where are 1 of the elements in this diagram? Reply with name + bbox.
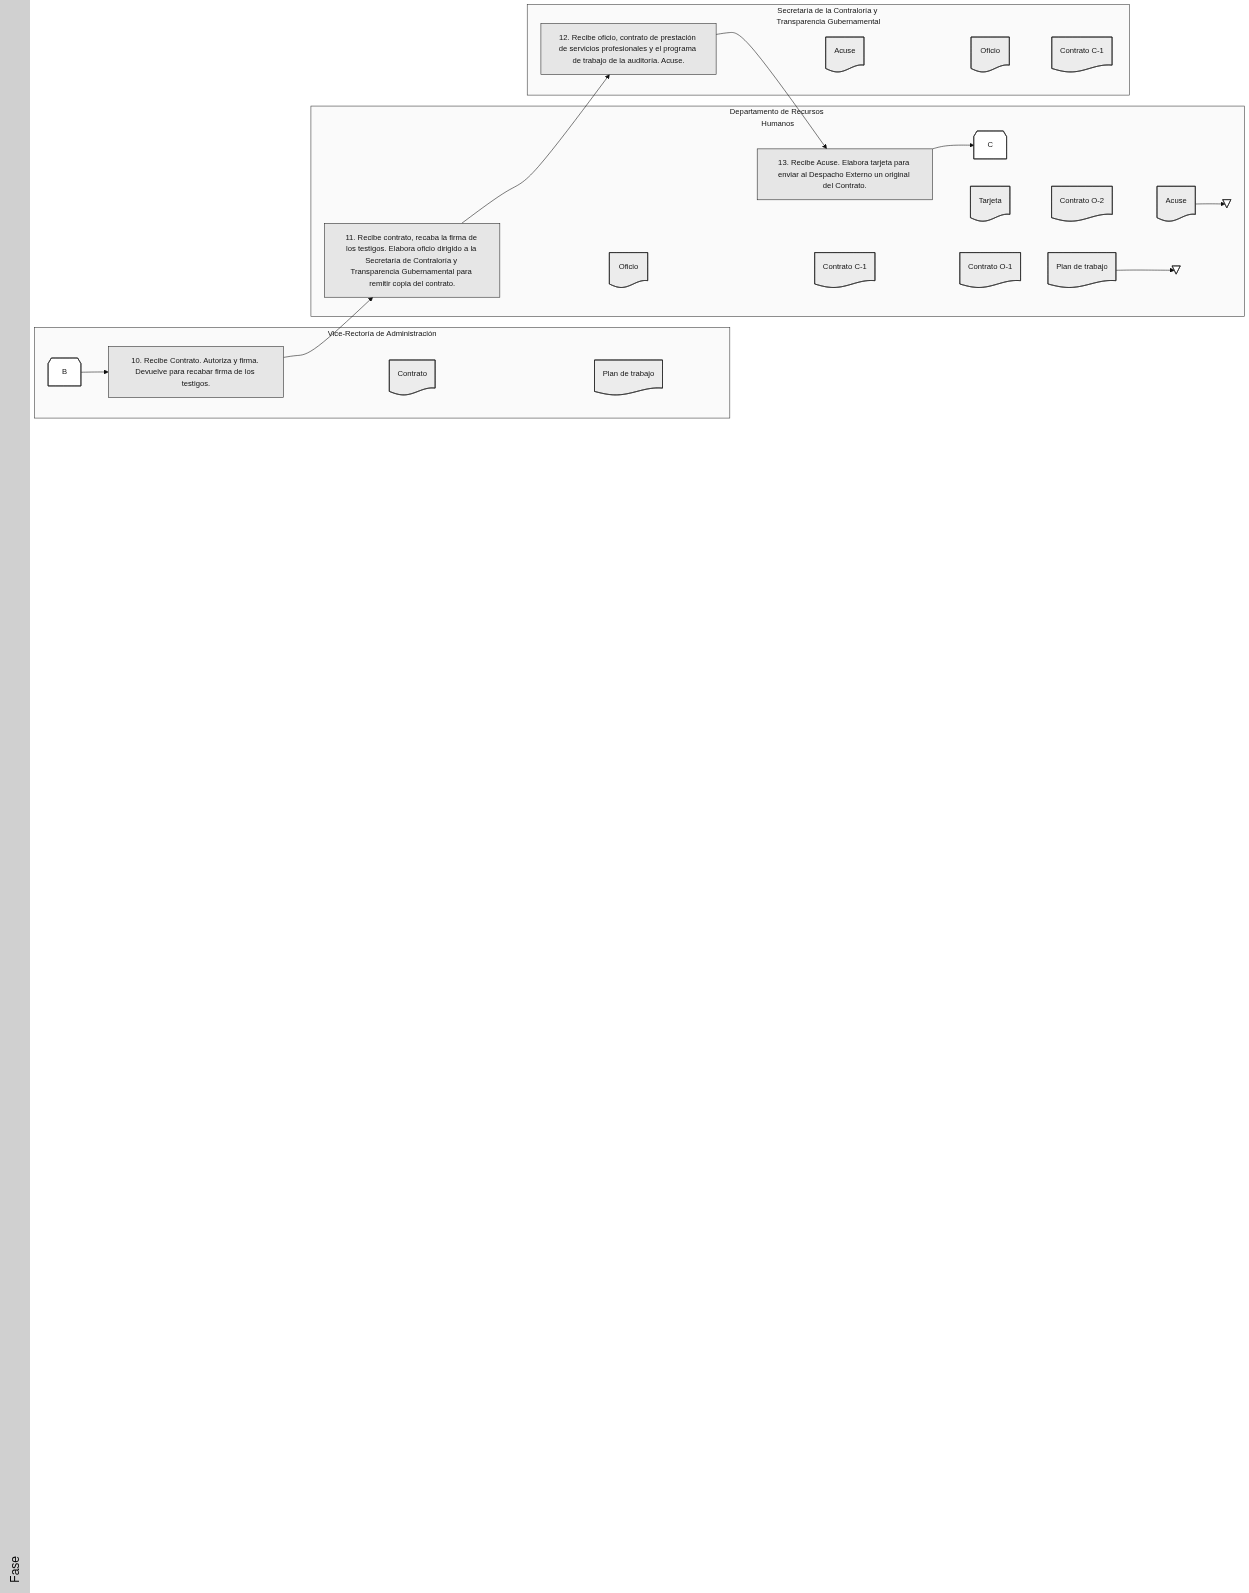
- phase-label: Fase: [8, 1556, 22, 1583]
